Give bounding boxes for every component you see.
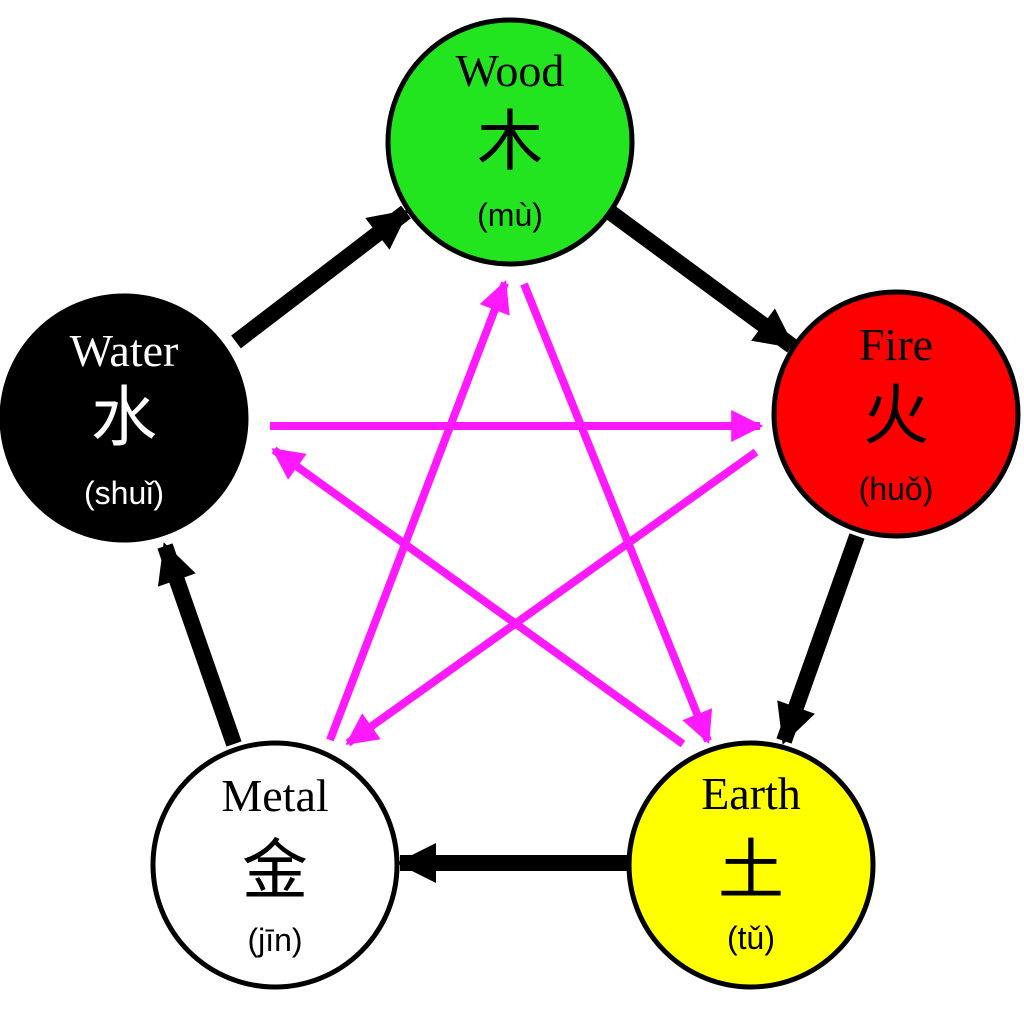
wood-chinese-character: 木 — [477, 103, 543, 180]
arrow-water-to-wood — [231, 205, 411, 349]
overcoming-cycle — [270, 280, 764, 748]
element-earth: Earth 土 (tǔ) — [626, 740, 876, 990]
fire-circle — [771, 289, 1021, 539]
water-chinese-character: 水 — [91, 379, 157, 456]
earth-circle — [626, 740, 876, 990]
water-english-label: Water — [70, 325, 179, 376]
arrow-wood-to-fire — [605, 205, 797, 353]
element-wood: Wood 木 (mù) — [385, 17, 635, 267]
arrow-earth-to-water — [271, 446, 686, 748]
water-pinyin: (shuǐ) — [84, 475, 164, 511]
metal-english-label: Metal — [221, 770, 328, 821]
element-fire: Fire 火 (huǒ) — [771, 289, 1021, 539]
wood-pinyin: (mù) — [477, 197, 543, 233]
metal-pinyin: (jīn) — [247, 922, 302, 958]
earth-english-label: Earth — [701, 768, 801, 819]
metal-chinese-character: 金 — [242, 832, 308, 909]
water-circle — [0, 293, 249, 543]
wood-circle — [385, 17, 635, 267]
metal-circle — [150, 740, 400, 990]
element-water: Water 水 (shuǐ) — [0, 293, 249, 543]
fire-chinese-character: 火 — [863, 377, 929, 454]
arrow-fire-to-metal — [345, 448, 759, 747]
element-metal: Metal 金 (jīn) — [150, 740, 400, 990]
arrow-fire-to-earth — [776, 533, 865, 745]
fire-pinyin: (huǒ) — [859, 471, 934, 507]
arrow-wood-to-earth — [520, 282, 713, 744]
arrow-metal-to-wood — [326, 280, 510, 742]
wood-english-label: Wood — [456, 45, 565, 96]
fire-english-label: Fire — [859, 319, 933, 370]
arrow-metal-to-water — [157, 542, 242, 747]
earth-chinese-character: 土 — [718, 832, 784, 909]
generating-cycle — [157, 205, 865, 883]
earth-pinyin: (tǔ) — [727, 920, 775, 956]
